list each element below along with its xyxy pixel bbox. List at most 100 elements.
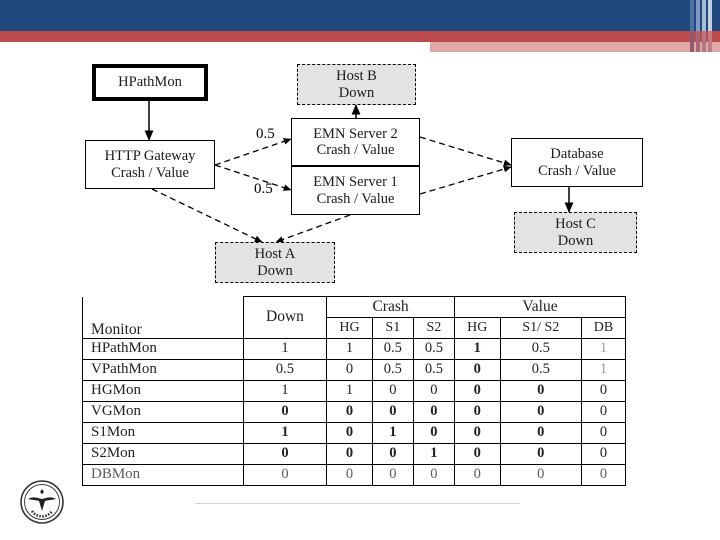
header-value-group: Value xyxy=(453,296,627,318)
header-accent-stripe-3 xyxy=(702,0,706,52)
cell-hpathmon-crash-s1: 0.5 xyxy=(371,338,414,360)
monitor-coverage-table: Monitor Down Crash Value HG S1 S2 HG S1/… xyxy=(82,296,627,486)
slide-header-band xyxy=(0,0,720,52)
table-row: VGMon 0 0 0 0 0 0 0 xyxy=(82,401,626,423)
node-http-gateway-line1: HTTP Gateway xyxy=(104,148,196,165)
edge-weight-gateway-to-emn1: 0.5 xyxy=(254,181,273,197)
cell-vpathmon-down: 0.5 xyxy=(242,359,328,381)
cell-hgmon-value-hg: 0 xyxy=(453,380,501,402)
cell-s1mon-crash-s1: 1 xyxy=(371,422,414,444)
row-label-vpathmon: VPathMon xyxy=(82,359,244,381)
node-host-c-line2: Down xyxy=(557,232,594,249)
cell-s2mon-crash-s1: 0 xyxy=(371,443,414,465)
cell-vpathmon-value-hg: 0 xyxy=(453,359,501,381)
node-hpathmon[interactable]: HPathMon xyxy=(92,64,208,101)
cell-vgmon-down: 0 xyxy=(242,401,328,423)
cell-hpathmon-crash-hg: 1 xyxy=(326,338,373,360)
node-database-line1: Database xyxy=(550,146,604,163)
cell-vpathmon-value-db: 1 xyxy=(581,359,626,381)
header-navy-bar xyxy=(0,0,720,31)
node-host-b-line1: Host B xyxy=(336,68,377,85)
cell-s1mon-crash-hg: 0 xyxy=(326,422,373,444)
cell-s2mon-value-hg: 0 xyxy=(453,443,501,465)
node-host-b-down[interactable]: Host B Down xyxy=(297,64,416,105)
node-database-line2: Crash / Value xyxy=(538,162,616,179)
cell-dbmon-crash-s1: 0 xyxy=(371,464,414,486)
table-row: HPathMon 1 1 0.5 0.5 1 0.5 1 xyxy=(82,338,626,360)
node-hpathmon-line1: HPathMon xyxy=(118,74,182,91)
node-http-gateway[interactable]: HTTP Gateway Crash / Value xyxy=(85,140,215,189)
cell-hpathmon-value-hg: 1 xyxy=(453,338,501,360)
cell-s1mon-crash-s2: 0 xyxy=(412,422,455,444)
node-database[interactable]: Database Crash / Value xyxy=(511,138,643,187)
header-crash-group: Crash xyxy=(326,296,455,318)
cell-hgmon-crash-s1: 0 xyxy=(371,380,414,402)
cell-dbmon-value-db: 0 xyxy=(581,464,626,486)
cell-vgmon-crash-s1: 0 xyxy=(371,401,414,423)
header-down: Down xyxy=(242,296,328,339)
header-accent-stripe-overlay-1 xyxy=(690,31,694,52)
cell-vpathmon-crash-hg: 0 xyxy=(326,359,373,381)
node-emn1-line1: EMN Server 1 xyxy=(313,174,398,191)
cell-vpathmon-crash-s2: 0.5 xyxy=(412,359,455,381)
edge-weight-gateway-to-emn2: 0.5 xyxy=(256,126,275,142)
cell-s1mon-value-db: 0 xyxy=(581,422,626,444)
node-emn-server-2[interactable]: EMN Server 2 Crash / Value xyxy=(291,118,420,166)
cell-vgmon-crash-s2: 0 xyxy=(412,401,455,423)
diagram-edges xyxy=(144,101,574,243)
table-row: VPathMon 0.5 0 0.5 0.5 0 0.5 1 xyxy=(82,359,626,381)
node-host-a-line2: Down xyxy=(257,262,293,279)
cell-vgmon-crash-hg: 0 xyxy=(326,401,373,423)
row-label-hpathmon: HPathMon xyxy=(82,338,244,360)
university-seal-logo xyxy=(20,480,64,524)
cell-s1mon-down: 1 xyxy=(242,422,328,444)
cell-s1mon-value-s1s2: 0 xyxy=(499,422,583,444)
cell-hgmon-crash-hg: 1 xyxy=(326,380,373,402)
cell-dbmon-crash-hg: 0 xyxy=(326,464,373,486)
node-host-b-line2: Down xyxy=(338,84,375,101)
row-label-hgmon: HGMon xyxy=(82,380,244,402)
header-red-bar xyxy=(0,31,720,42)
cell-s2mon-crash-s2: 1 xyxy=(412,443,455,465)
node-host-a-line1: Host A xyxy=(254,246,296,263)
table-row: S1Mon 1 0 1 0 0 0 0 xyxy=(82,422,626,444)
header-accent-stripe-2 xyxy=(696,0,700,52)
node-host-a-down[interactable]: Host A Down xyxy=(215,242,335,283)
node-emn-server-1[interactable]: EMN Server 1 Crash / Value xyxy=(291,166,420,215)
table-row: S2Mon 0 0 0 1 0 0 0 xyxy=(82,443,626,465)
cell-vgmon-value-hg: 0 xyxy=(453,401,501,423)
cell-dbmon-crash-s2: 0 xyxy=(412,464,455,486)
table-header-row-groups: Monitor Down Crash Value xyxy=(82,296,627,339)
cell-hgmon-value-s1s2: 0 xyxy=(499,380,583,402)
cell-vpathmon-crash-s1: 0.5 xyxy=(371,359,414,381)
header-accent-stripe-overlay-3 xyxy=(702,31,706,52)
node-emn2-line2: Crash / Value xyxy=(316,142,395,158)
node-host-c-line1: Host C xyxy=(555,216,596,233)
cell-hgmon-down: 1 xyxy=(242,380,328,402)
cell-hpathmon-crash-s2: 0.5 xyxy=(412,338,455,360)
footer-divider xyxy=(195,503,520,504)
row-label-s2mon: S2Mon xyxy=(82,443,244,465)
header-accent-stripe-1 xyxy=(690,0,694,52)
cell-s1mon-value-hg: 0 xyxy=(453,422,501,444)
cell-hgmon-crash-s2: 0 xyxy=(412,380,455,402)
cell-hgmon-value-db: 0 xyxy=(581,380,626,402)
subheader-value-db: DB xyxy=(581,317,626,339)
row-label-vgmon: VGMon xyxy=(82,401,244,423)
subheader-crash-s2: S2 xyxy=(412,317,455,339)
cell-vpathmon-value-s1s2: 0.5 xyxy=(499,359,583,381)
header-accent-stripe-4 xyxy=(708,0,712,52)
subheader-value-s1s2: S1/ S2 xyxy=(499,317,583,339)
table-row: HGMon 1 1 0 0 0 0 0 xyxy=(82,380,626,402)
cell-vgmon-value-s1s2: 0 xyxy=(499,401,583,423)
cell-s2mon-crash-hg: 0 xyxy=(326,443,373,465)
node-host-c-down[interactable]: Host C Down xyxy=(514,212,637,253)
cell-dbmon-value-s1s2: 0 xyxy=(499,464,583,486)
node-http-gateway-line2: Crash / Value xyxy=(111,164,189,181)
subheader-value-hg: HG xyxy=(453,317,501,339)
subheader-crash-s1: S1 xyxy=(371,317,414,339)
table-row: DBMon 0 0 0 0 0 0 0 xyxy=(82,464,626,486)
subheader-crash-hg: HG xyxy=(326,317,373,339)
node-emn2-line1: EMN Server 2 xyxy=(313,125,398,142)
header-accent-stripe-overlay-2 xyxy=(696,31,700,52)
